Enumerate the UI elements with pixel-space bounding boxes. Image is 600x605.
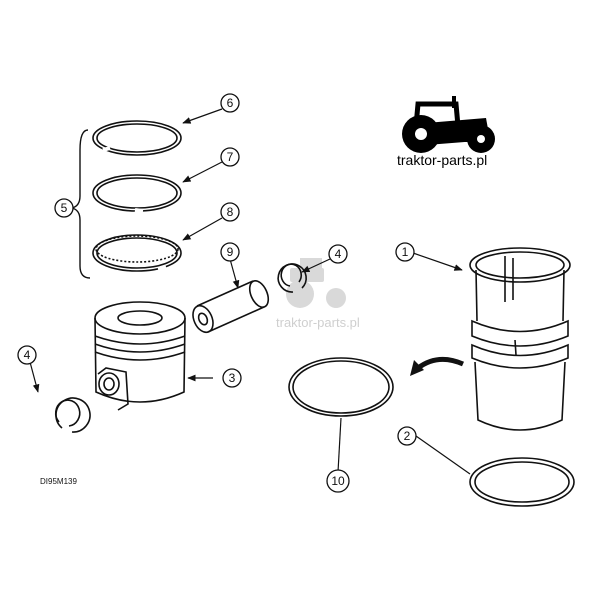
piston-pin bbox=[192, 280, 270, 334]
callout-3: 3 bbox=[229, 371, 236, 385]
callout-4-lower: 4 bbox=[24, 348, 31, 362]
watermark-tractor-icon bbox=[286, 258, 346, 308]
callout-10: 10 bbox=[331, 474, 345, 488]
piston-ring-oil bbox=[92, 234, 182, 272]
callout-8: 8 bbox=[227, 205, 234, 219]
snap-ring-lower bbox=[54, 397, 91, 433]
logo-text: traktor-parts.pl bbox=[397, 152, 487, 168]
leader-lines bbox=[29, 108, 471, 475]
watermark-text: traktor-parts.pl bbox=[276, 315, 360, 330]
o-ring-large bbox=[288, 357, 394, 417]
cylinder-liner bbox=[469, 247, 571, 431]
drawing-code: DI95M139 bbox=[40, 477, 77, 486]
callout-circles bbox=[17, 93, 417, 493]
piston-ring-middle bbox=[92, 174, 182, 213]
callout-5: 5 bbox=[61, 201, 68, 215]
tractor-logo-icon bbox=[402, 96, 495, 153]
callout-2: 2 bbox=[404, 429, 411, 443]
piston-ring-top bbox=[92, 120, 182, 156]
piston bbox=[94, 301, 186, 411]
callout-4-upper: 4 bbox=[335, 247, 342, 261]
callout-9: 9 bbox=[227, 245, 234, 259]
callout-7: 7 bbox=[227, 150, 234, 164]
install-arrow-head bbox=[410, 360, 424, 376]
o-ring-small bbox=[469, 457, 575, 507]
snap-ring-upper bbox=[277, 263, 307, 293]
install-arrow-icon bbox=[416, 356, 465, 371]
callout-1: 1 bbox=[402, 245, 409, 259]
ring-set-brace bbox=[71, 129, 91, 279]
callout-6: 6 bbox=[227, 96, 234, 110]
